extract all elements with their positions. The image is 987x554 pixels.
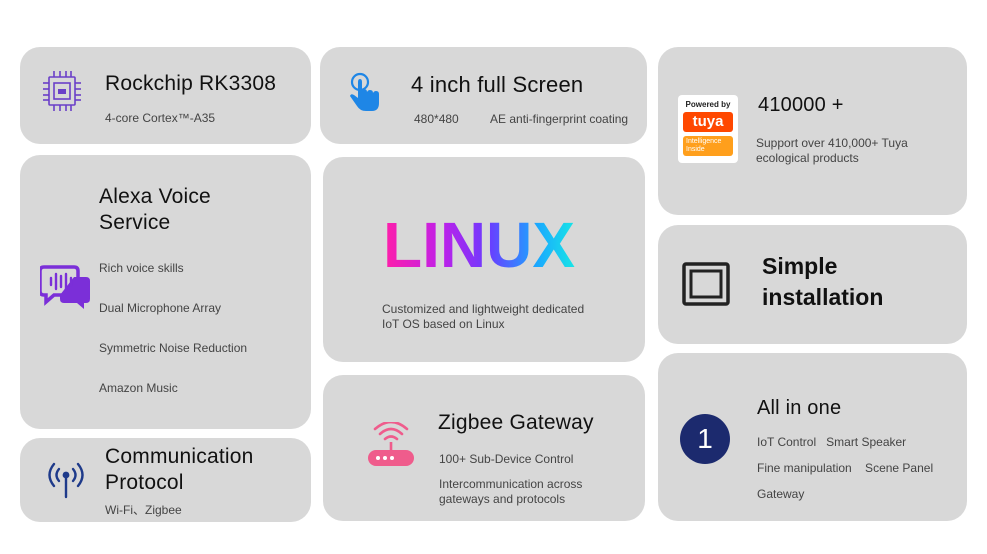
comm-card: Communication Protocol Wi-Fi、Zigbee — [20, 438, 311, 522]
alexa-feature-4: Amazon Music — [99, 381, 178, 395]
tuya-logo-bottom-2: Inside — [686, 146, 705, 153]
allinone-badge-number: 1 — [697, 423, 713, 454]
allinone-card: 1 All in one IoT Control Smart Speaker F… — [658, 353, 967, 521]
install-title-1: Simple — [762, 253, 838, 279]
comm-protocols: Wi-Fi、Zigbee — [105, 503, 182, 517]
router-icon — [368, 422, 414, 466]
linux-logo-text: LINUX — [383, 209, 575, 275]
screen-title: 4 inch full Screen — [411, 72, 584, 97]
tuya-logo-brand: tuya — [683, 112, 733, 132]
chip-icon — [43, 71, 81, 111]
install-card: Simple installation — [658, 225, 967, 344]
tuya-logo: Powered by tuya Intelligence Inside — [678, 95, 738, 163]
tuya-card: Powered by tuya Intelligence Inside 4100… — [658, 47, 967, 215]
install-title-2: installation — [762, 284, 884, 310]
zigbee-line-2: Intercommunication across — [439, 477, 583, 491]
tuya-desc-2: ecological products — [756, 151, 859, 165]
tuya-desc-1: Support over 410,000+ Tuya — [756, 136, 908, 150]
screen-coating: AE anti-fingerprint coating — [490, 112, 629, 126]
rockchip-subtitle: 4-core Cortex™-A35 — [105, 111, 216, 125]
tuya-logo-bottom-box: Intelligence Inside — [683, 136, 733, 156]
comm-title-1: Communication — [105, 445, 254, 468]
rockchip-title: Rockchip RK3308 — [105, 72, 277, 95]
screen-card: 4 inch full Screen 480*480 AE anti-finge… — [320, 47, 647, 144]
alexa-feature-3: Symmetric Noise Reduction — [99, 341, 248, 355]
allinone-items-3: Gateway — [757, 487, 805, 501]
zigbee-line-3: gateways and protocols — [439, 492, 566, 506]
allinone-items-2: Fine manipulation Scene Panel — [757, 461, 934, 475]
voice-chat-icon — [40, 265, 90, 309]
zigbee-line-1: 100+ Sub-Device Control — [439, 452, 574, 466]
wall-panel-icon — [682, 262, 730, 306]
alexa-card: Alexa Voice Service Rich voice skills Du… — [20, 155, 311, 429]
linux-desc-1: Customized and lightweight dedicated — [382, 302, 585, 316]
zigbee-title: Zigbee Gateway — [438, 411, 594, 434]
alexa-title-2: Service — [99, 211, 171, 234]
alexa-feature-2: Dual Microphone Array — [99, 301, 222, 315]
linux-card: LINUX Customized and lightweight dedicat… — [323, 157, 645, 362]
touch-hand-icon — [350, 72, 379, 111]
zigbee-card: Zigbee Gateway 100+ Sub-Device Control I… — [323, 375, 645, 521]
alexa-feature-1: Rich voice skills — [99, 261, 184, 275]
tuya-logo-bottom-1: Intelligence — [686, 138, 722, 145]
screen-resolution: 480*480 — [414, 112, 459, 126]
wireless-antenna-icon — [48, 462, 84, 499]
allinone-badge: 1 — [680, 414, 730, 464]
allinone-title: All in one — [757, 397, 842, 419]
allinone-items-1: IoT Control Smart Speaker — [757, 435, 907, 449]
linux-desc-2: IoT OS based on Linux — [382, 317, 505, 331]
linux-logo: LINUX — [383, 209, 575, 275]
rockchip-card: Rockchip RK3308 4-core Cortex™-A35 — [20, 47, 311, 144]
tuya-logo-top: Powered by — [685, 100, 731, 109]
tuya-count: 410000 + — [758, 94, 844, 116]
comm-title-2: Protocol — [105, 471, 184, 494]
alexa-title-1: Alexa Voice — [99, 185, 211, 208]
